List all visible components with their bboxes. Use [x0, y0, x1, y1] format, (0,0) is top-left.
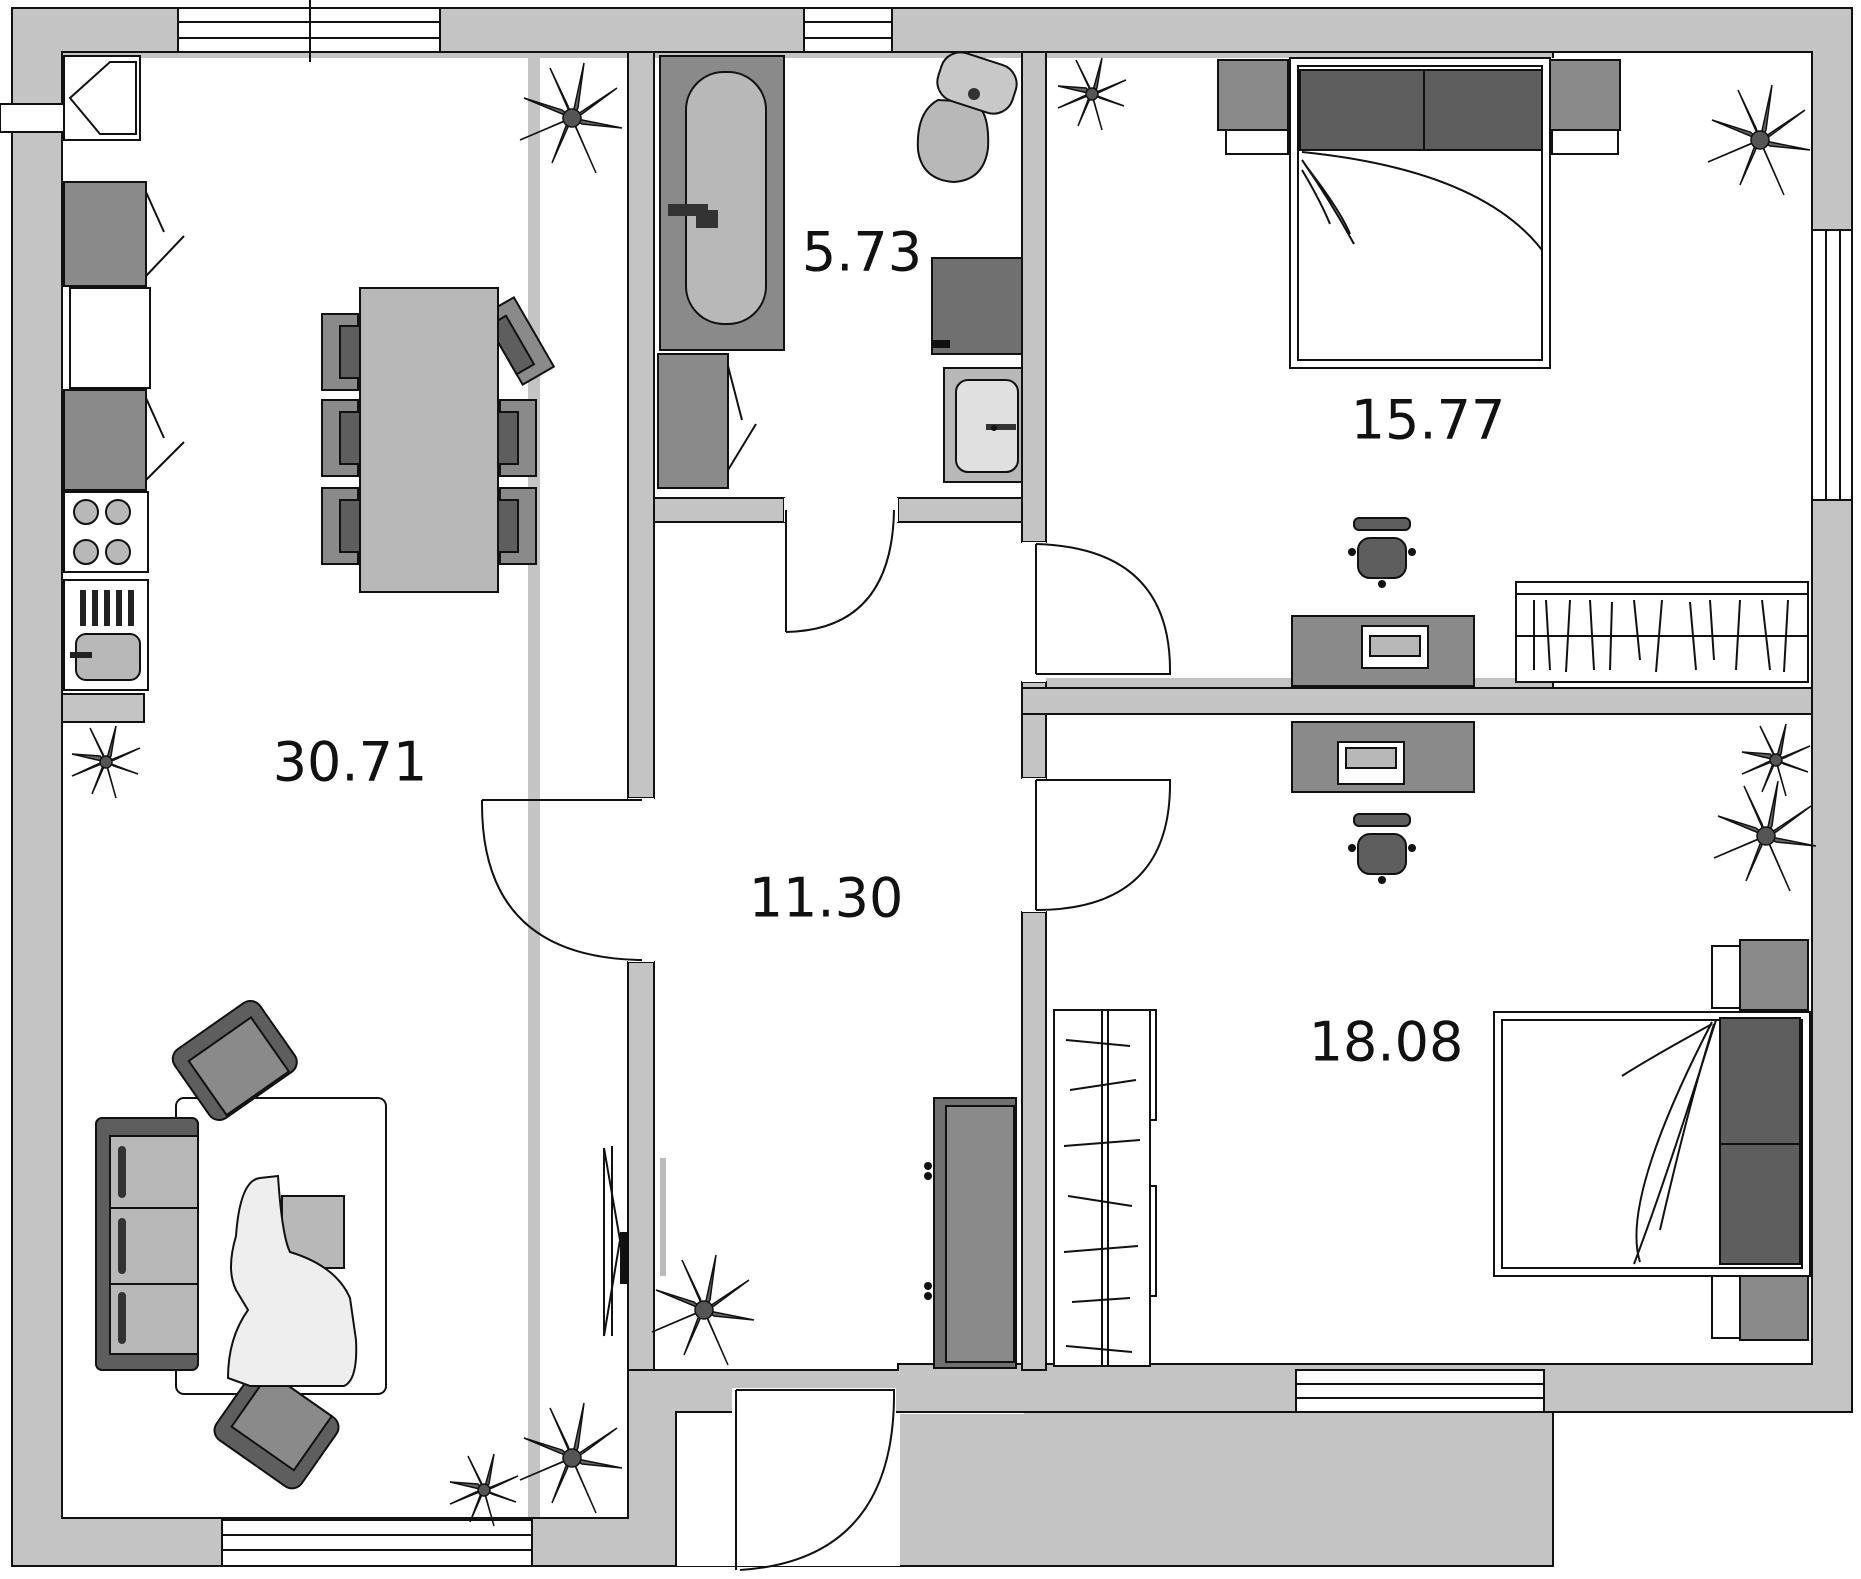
room-area-hallway: 11.30	[749, 867, 904, 930]
doors	[481, 498, 1172, 1571]
room-area-bedroom-1: 15.77	[1351, 389, 1506, 452]
living-furniture	[95, 999, 666, 1490]
kitchen-units	[0, 55, 185, 691]
bedroom-2-furniture	[1053, 721, 1811, 1367]
room-area-bedroom-2: 18.08	[1309, 1011, 1464, 1074]
room-area-living-kitchen: 30.71	[273, 731, 428, 794]
room-area-bathroom: 5.73	[802, 221, 922, 284]
bedroom-1-furniture	[1217, 57, 1809, 687]
bathroom-fixtures	[657, 51, 1023, 489]
hall-furniture	[924, 1097, 1017, 1369]
dining-table	[321, 287, 556, 593]
windows	[177, 0, 1853, 1567]
